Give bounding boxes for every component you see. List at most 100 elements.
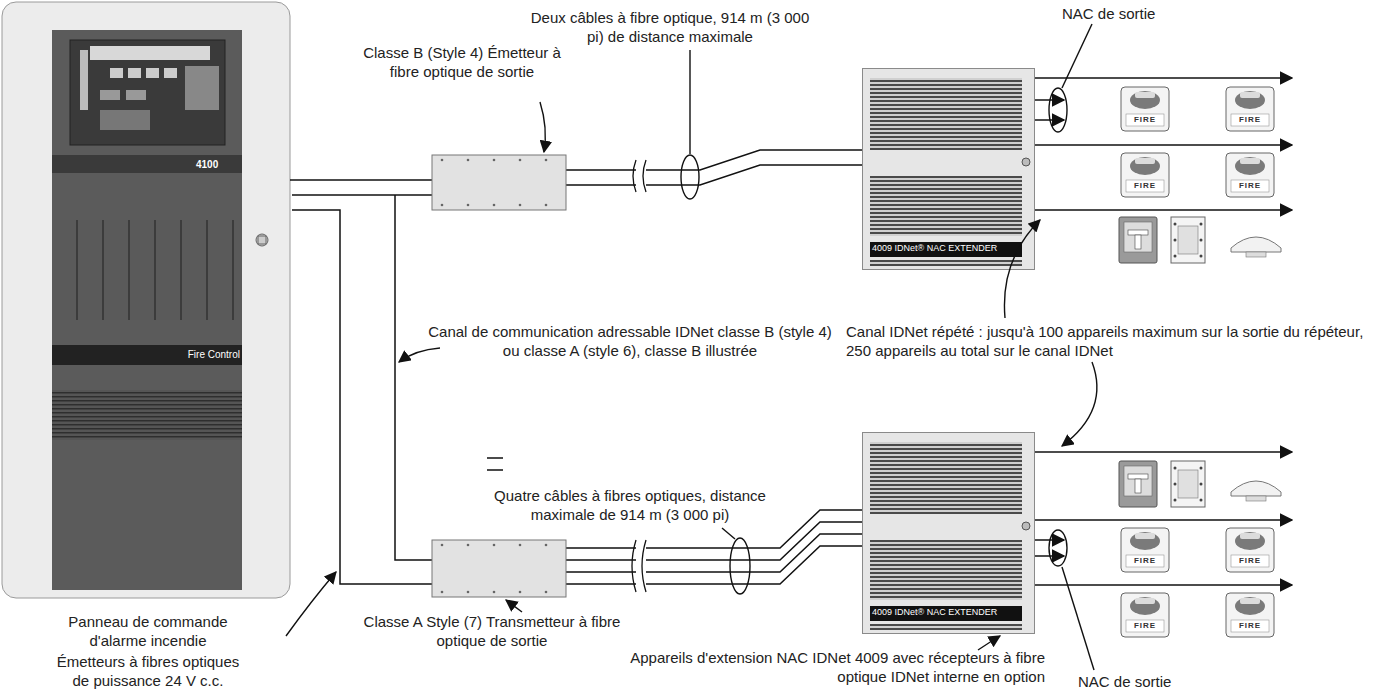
fiber-transmitter-part [432,155,566,210]
cable-connector [292,210,432,584]
fire-alarm-panel-part [70,40,225,145]
callout-leaders-part [540,102,545,152]
fire-alarm-panel-part [100,110,150,130]
fiber-transmitter-part-part [467,204,470,207]
fire-alarm-panel-part [110,68,123,78]
fire-alarm-panel-part [258,236,266,244]
fire-alarm-panel-part [146,68,159,78]
notification-devices-part [1121,87,1169,131]
idnet-devices-part [1171,461,1205,507]
control-panel: 4100Fire Control [0,0,292,600]
fiber-transmitter-part-part [467,544,470,547]
callout-leaders-part [506,600,522,612]
notification-devices-part [1226,153,1274,197]
fiber-transmitter-part-part [441,591,444,594]
notification-devices-part [1226,593,1274,637]
nac-extender [863,69,1035,270]
fiber-transmitter-part-part [545,159,548,162]
fiber-transmitter-part-part [467,591,470,594]
fire-alarm-panel-part [52,345,242,365]
node-text: Classe B (Style 4) Émetteur à fibre opti… [352,43,572,81]
fiber-transmitter-part-part [493,544,496,547]
output-circuits-part [1035,209,1292,211]
fiber-transmitter-part [441,159,548,207]
panel-wiring [290,180,503,560]
fiber-transmitter-part-part [493,204,496,207]
extender-box: 4009 IDNet® NAC EXTENDER [862,432,1035,634]
notification-devices-part [1121,153,1169,197]
callout-leaders-part [399,348,440,362]
fiber-transmitter-part-part [467,159,470,162]
fiber-transmitter-part [441,544,548,594]
notification-devices-part [1226,528,1274,572]
device-marking: FIRE [1120,556,1170,566]
fiber-transmitter-part-part [493,591,496,594]
output-circuits-part [1035,451,1292,453]
callout-leaders-part [730,538,750,594]
callout-label: Canal IDNet répété : jusqu'à 100 apparei… [846,322,1376,360]
fiber-transmitter-part-part [441,544,444,547]
fire-alarm-panel-part [100,90,120,100]
fire-alarm-panel-part [80,50,88,110]
fire-alarm-panel-part [126,90,146,100]
fiber-transmitter-part-part [519,591,522,594]
notification-devices-part [1226,87,1274,131]
callout-leaders-part [1049,530,1067,566]
callout-label: Panneau de commande d'alarme incendie [48,612,248,650]
fire-alarm-panel-part [185,66,219,110]
node-text: Fire Control [160,348,240,361]
fire-alarm-panel-part [2,2,290,598]
cable-break-part [633,160,646,192]
fiber-transmitter-part-part [519,544,522,547]
callout-label: Canal de communication adressable IDNet … [420,322,840,360]
fiber-transmitter-part-part [493,159,496,162]
idnet-devices-part [1231,481,1281,501]
callout-leaders-part [689,50,690,154]
fire-alarm-panel-part [128,68,141,78]
callout-leaders-part [722,528,735,539]
cable-connector [292,194,432,196]
panel-wiring-part [290,179,432,181]
callout-leaders-part [1049,88,1067,132]
fiber-strands-part [566,522,862,560]
notification-devices-part [1121,593,1169,637]
fiber-strands-part [566,165,862,185]
output-circuits-part [1035,77,1292,79]
cable-break [632,160,646,592]
nac-extender [863,433,1035,634]
callout-label: Deux câbles à fibre optique, 914 m (3 00… [525,8,815,46]
idnet-devices-part [1171,217,1205,263]
node-text: 4100 [196,158,240,171]
idnet-devices-part [1119,217,1157,263]
fiber-strands-part [566,534,862,572]
fiber-transmitter-part-part [545,544,548,547]
fiber-transmitter-part-part [441,204,444,207]
output-circuits-part [1035,584,1292,586]
output-circuits-part [1035,144,1292,146]
fire-alarm-panel-part [256,234,268,246]
fiber-transmitter-part-part [519,159,522,162]
fire-alarm-panel-part [164,68,177,78]
callout-leaders-part [978,636,1000,650]
fiber-transmitter [432,155,566,597]
callout-leaders-part [681,155,699,199]
notification-devices-part [1121,528,1169,572]
extender-box: 4009 IDNet® NAC EXTENDER [862,68,1035,270]
fire-alarm-panel-part [52,30,242,590]
callout-leaders-part [1062,24,1092,88]
idnet-devices-part [1119,461,1157,507]
device-marking: FIRE [1120,115,1170,125]
device-marking: FIRE [1120,621,1170,631]
device-marking: FIRE [1225,115,1275,125]
callout-leaders-part [286,572,336,636]
fiber-transmitter-part-part [545,591,548,594]
transmitter-box: Classe A Style (7) Transmetteur à fibre … [432,540,566,597]
transmitter-box: Classe B (Style 4) Émetteur à fibre opti… [432,155,566,210]
fire-alarm-panel-part [52,220,242,320]
output-circuits-part [1035,519,1292,521]
device-marking: FIRE [1120,181,1170,191]
callout-leaders-part [1062,567,1094,670]
callout-label: Appareils d'extension NAC IDNet 4009 ave… [630,648,1045,686]
idnet-devices-part [1231,237,1281,257]
fiber-transmitter-part-part [441,159,444,162]
